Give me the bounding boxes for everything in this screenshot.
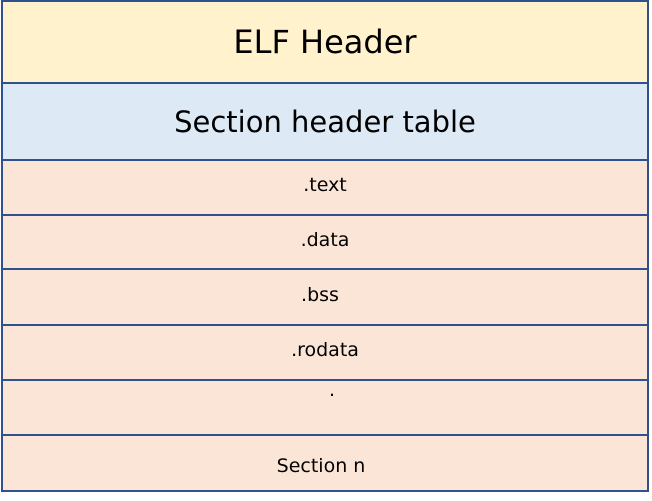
ellipsis-block: . xyxy=(1,379,649,436)
section-label: .rodata xyxy=(291,339,359,361)
section-label: .data xyxy=(300,229,350,251)
section-n-block: Section n xyxy=(1,434,649,492)
section-header-table-label: Section header table xyxy=(174,104,476,139)
elf-header-block: ELF Header xyxy=(1,0,649,84)
section-bss-block: .bss xyxy=(1,268,649,326)
section-text-block: .text xyxy=(1,159,649,216)
ellipsis-label: . xyxy=(328,379,336,401)
section-label: Section n xyxy=(276,455,366,477)
section-rodata-block: .rodata xyxy=(1,324,649,381)
elf-header-label: ELF Header xyxy=(233,23,417,61)
section-header-table-block: Section header table xyxy=(1,82,649,161)
section-data-block: .data xyxy=(1,214,649,270)
section-label: .bss xyxy=(301,284,339,306)
section-label: .text xyxy=(303,173,347,196)
